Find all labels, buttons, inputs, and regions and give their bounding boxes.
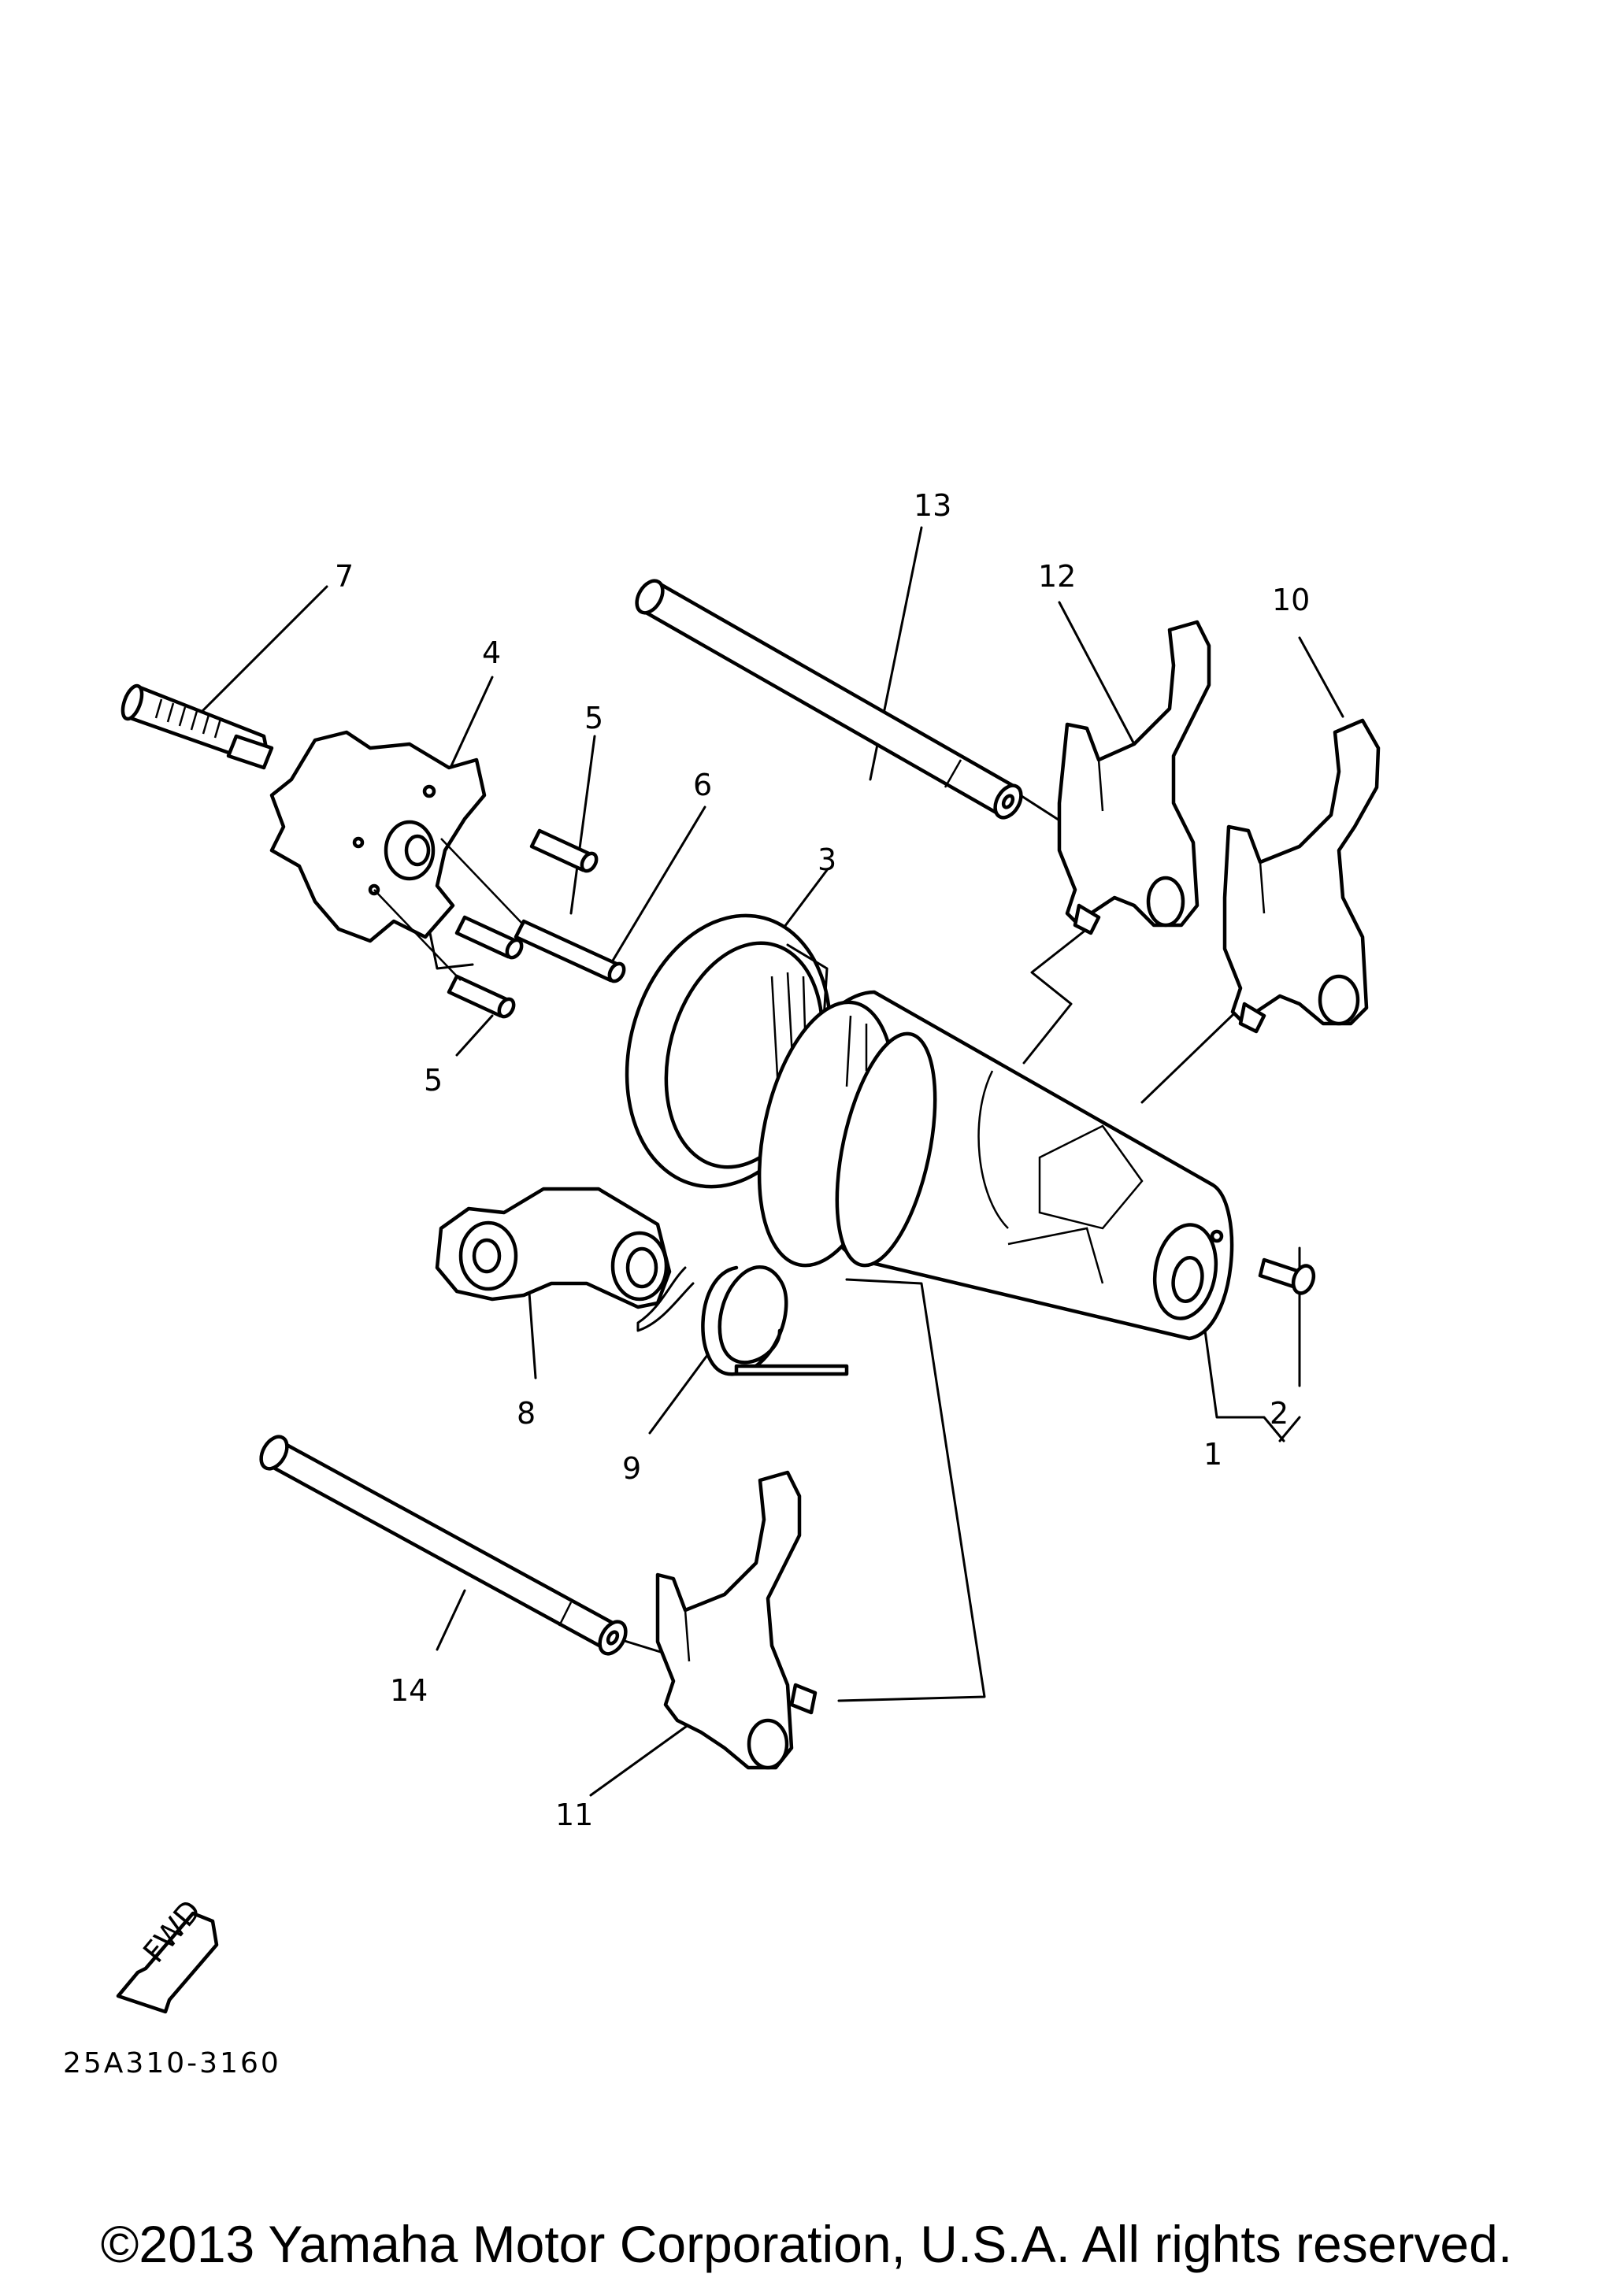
part-1-shift-drum bbox=[757, 990, 1234, 1341]
callout-8: 8 bbox=[517, 1396, 536, 1431]
callout-5-upper: 5 bbox=[584, 701, 603, 735]
callout-10: 10 bbox=[1272, 583, 1310, 617]
callout-3: 3 bbox=[818, 842, 836, 877]
fwd-arrow-icon: FWD bbox=[116, 1894, 219, 2014]
callout-2: 2 bbox=[1270, 1396, 1289, 1431]
diagram-code: 25A310-3160 bbox=[63, 2047, 281, 2079]
callout-5-lower: 5 bbox=[424, 1063, 443, 1098]
part-2-pin bbox=[1258, 1257, 1316, 1295]
part-6-pin bbox=[373, 838, 626, 983]
part-5-pins bbox=[447, 828, 599, 1019]
copyright-notice: ©2013 Yamaha Motor Corporation, U.S.A. A… bbox=[100, 2215, 1513, 2273]
part-8-stopper-lever bbox=[435, 1187, 672, 1309]
callout-4: 4 bbox=[482, 635, 501, 670]
part-13-shift-shaft bbox=[635, 579, 1023, 820]
callout-6: 6 bbox=[693, 768, 712, 802]
part-10-shift-fork bbox=[1222, 718, 1381, 1034]
callout-9: 9 bbox=[622, 1451, 641, 1486]
callout-14: 14 bbox=[390, 1673, 428, 1708]
part-14-shift-shaft bbox=[259, 1435, 628, 1656]
part-4-segment bbox=[269, 730, 487, 943]
callout-7: 7 bbox=[335, 559, 354, 594]
callout-13: 13 bbox=[914, 488, 951, 523]
part-7-bolt bbox=[121, 683, 274, 770]
part-9-spring bbox=[636, 1265, 849, 1376]
callout-11: 11 bbox=[555, 1798, 593, 1832]
part-11-shift-fork bbox=[655, 1470, 818, 1770]
callout-12: 12 bbox=[1038, 559, 1076, 594]
part-12-shift-fork bbox=[1057, 620, 1211, 935]
callout-labels: 1 2 3 4 5 5 6 7 8 9 10 11 12 13 14 bbox=[335, 488, 1310, 1832]
callout-1: 1 bbox=[1203, 1437, 1222, 1472]
